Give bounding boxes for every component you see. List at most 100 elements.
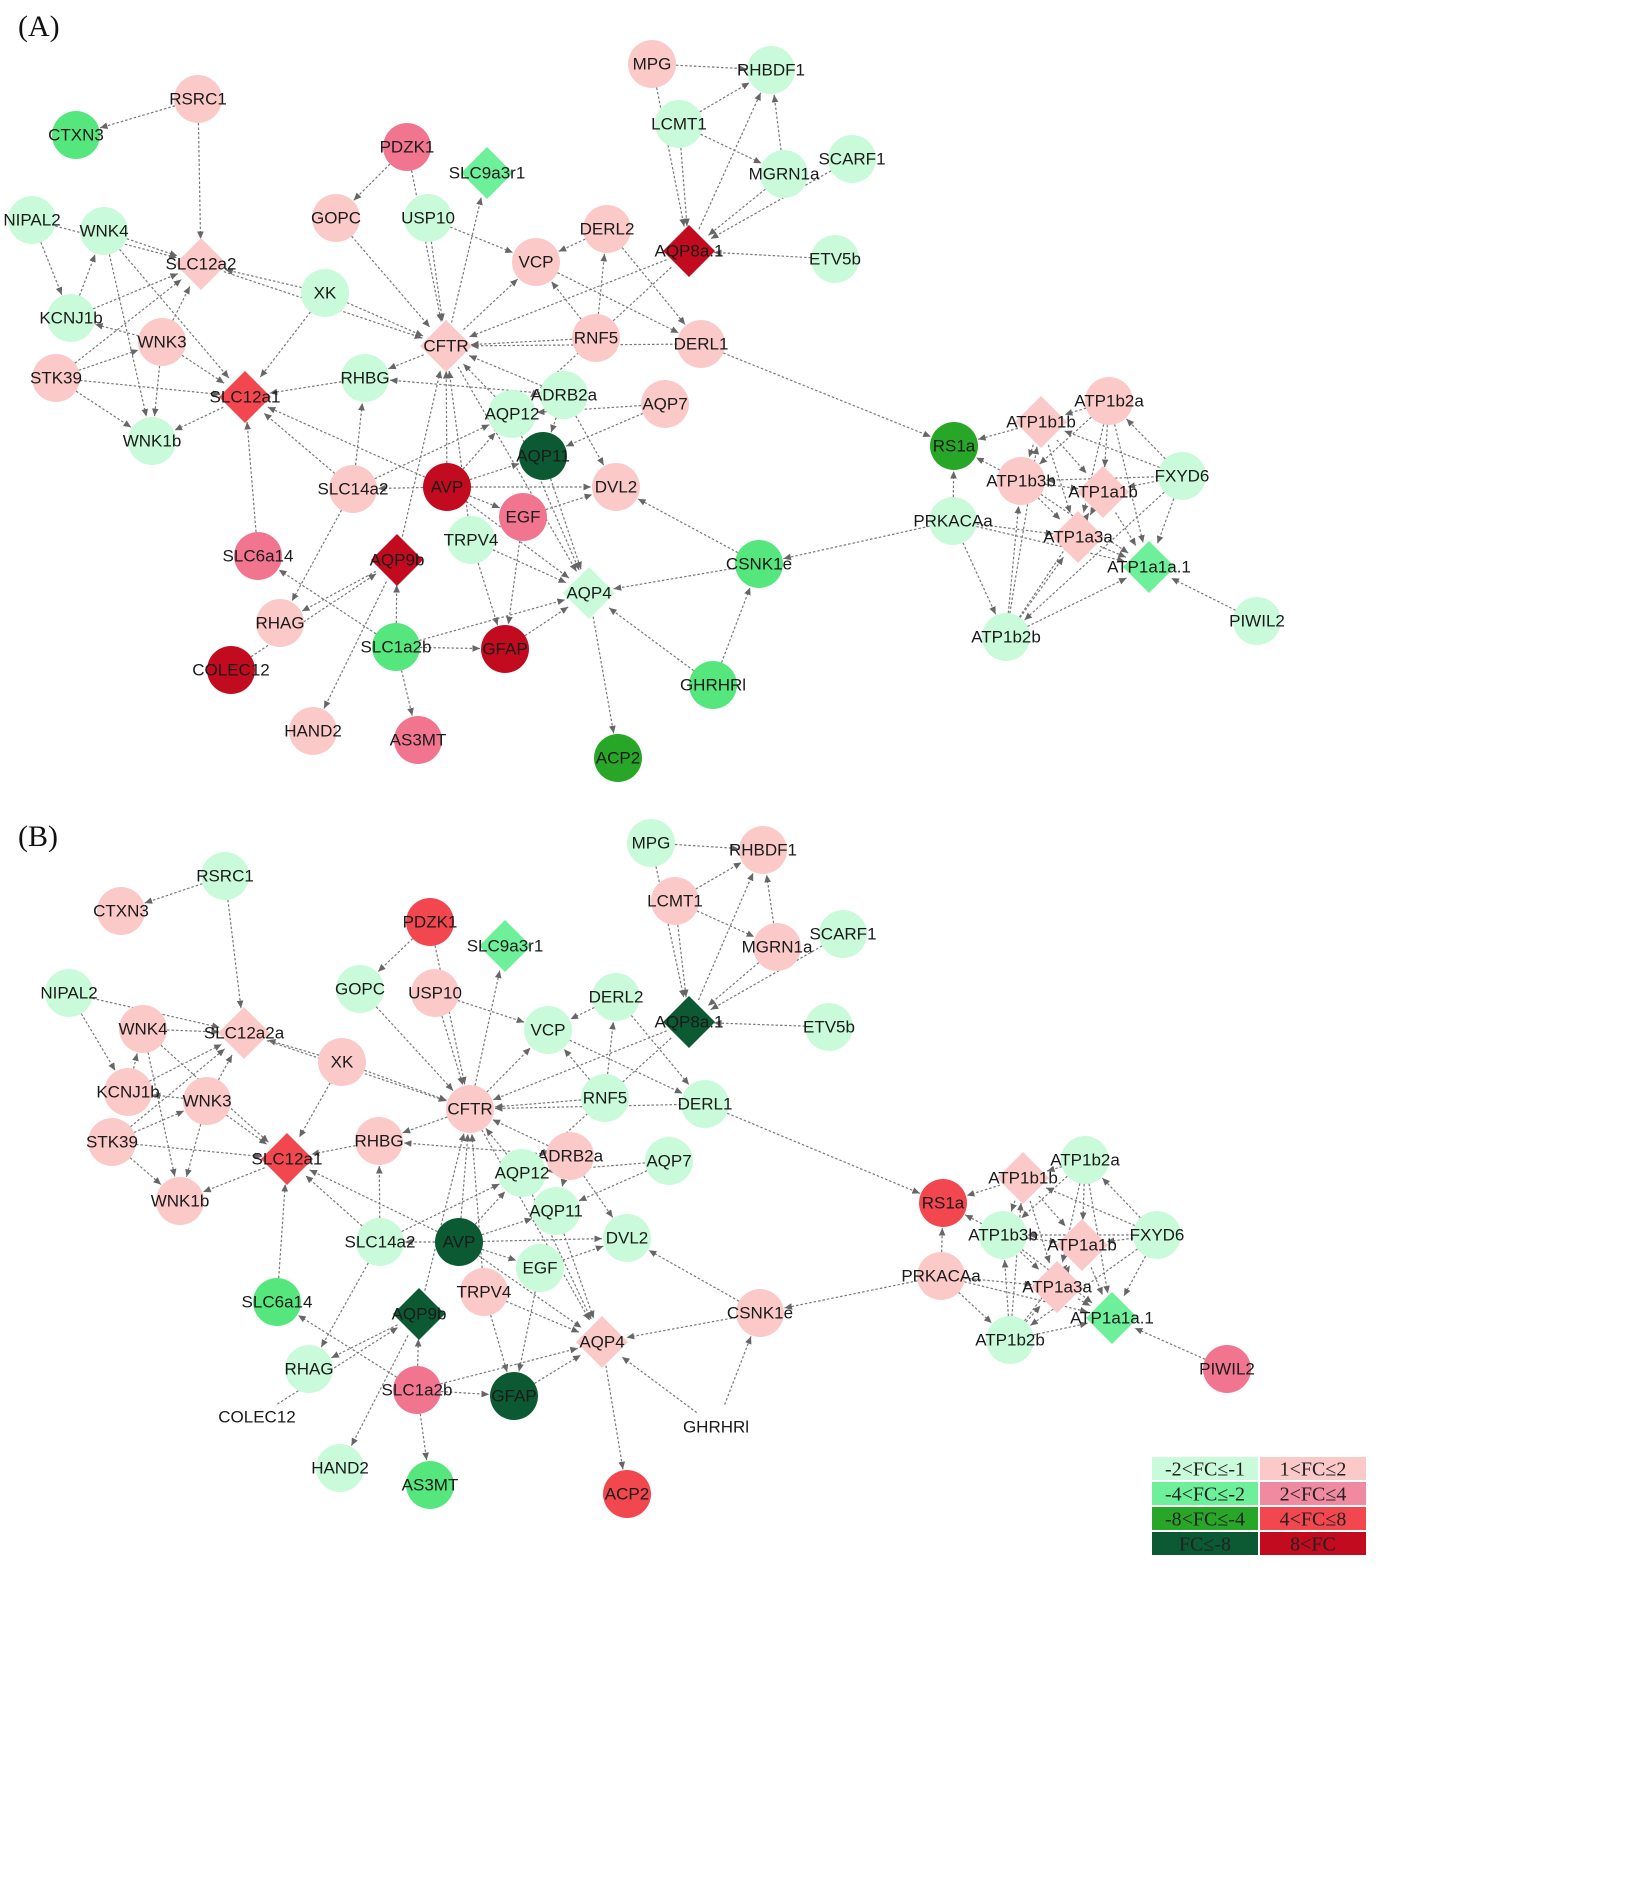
node-label: USP10	[401, 209, 455, 228]
node-wnk4: WNK4	[118, 1005, 168, 1053]
edge-adrb2a-to-dvl2	[583, 1175, 614, 1218]
edge-xk-to-slc12a2	[225, 268, 302, 289]
node-rhbdf1: RHBDF1	[737, 46, 805, 94]
edge-lcmt1-to-rhbdf1	[695, 862, 742, 890]
node-circle	[499, 493, 547, 541]
node-circle	[383, 123, 431, 171]
edge-etv5b-to-aqp8a-1	[713, 1019, 806, 1027]
node-circle	[930, 422, 978, 470]
node-diamond	[1052, 511, 1104, 563]
edge-slc14a2-to-rhag	[320, 1262, 369, 1348]
node-aqp4: AQP4	[563, 567, 615, 619]
edge-prkacaa-to-atp1a3a	[976, 523, 1054, 537]
node-circle	[583, 205, 631, 253]
edge-prkacaa-to-atp1b2b	[958, 1291, 993, 1324]
node-label: ATP1a3a	[1043, 528, 1113, 547]
edge-atp1a3a-to-atp1a1a-1	[1099, 545, 1127, 558]
node-circle	[982, 613, 1030, 661]
node-circle	[828, 135, 876, 183]
node-label: CTXN3	[93, 902, 149, 921]
node-label: CFTR	[447, 1100, 492, 1119]
edge-ghrhrl-to-csnk1e	[724, 1336, 752, 1405]
node-label: RS1a	[933, 437, 976, 456]
node-csnk1e: CSNK1e	[726, 540, 792, 588]
edge-atp1b2a-to-atp1a1b	[1079, 1183, 1087, 1221]
node-colec12: COLEC12	[192, 646, 270, 694]
edge-egf-to-dvl2	[545, 493, 593, 511]
node-wnk3: WNK3	[182, 1077, 232, 1125]
edge-atp1b3b-to-atp1a3a	[1019, 1251, 1040, 1271]
node-label: SLC9a3r1	[449, 164, 526, 183]
edge-fxyd6-to-atp1b2b	[1024, 491, 1165, 621]
node-label: KCNJ1b	[96, 1083, 159, 1102]
edge-cftr-to-slc9a3r1	[474, 970, 502, 1086]
node-label: GOPC	[311, 209, 361, 228]
node-fxyd6: FXYD6	[1155, 452, 1209, 500]
node-mpg: MPG	[627, 819, 675, 867]
node-aqp11: AQP11	[516, 432, 570, 480]
node-circle	[986, 1316, 1034, 1364]
edge-atp1b2a-to-atp1a3a	[1081, 424, 1105, 513]
edge-stk39-to-wnk3	[78, 349, 139, 371]
node-trpv4: TRPV4	[444, 516, 498, 564]
node-atp1b2b: ATP1b2b	[971, 613, 1041, 661]
node-aqp7: AQP7	[641, 380, 689, 428]
edge-stk39-to-wnk1b	[129, 1157, 162, 1186]
edge-derl2-to-derl1	[621, 247, 686, 326]
edge-rsrc1-to-slc12a2a	[227, 899, 244, 1009]
legend-label: -4<FC≤-2	[1165, 1484, 1245, 1506]
node-aqp12: AQP12	[495, 1149, 550, 1197]
node-diamond	[1031, 1261, 1083, 1313]
edge-atp1b3b-to-atp1a1b	[1026, 1237, 1058, 1245]
node-label: ATP1a1a.1	[1107, 558, 1191, 577]
edge-stk39-to-slc12a2a	[130, 1048, 226, 1128]
node-kcnj1b: KCNJ1b	[96, 1068, 160, 1116]
edge-adrb2a-to-aqp11	[550, 417, 557, 433]
node-circle	[532, 1187, 580, 1235]
edge-trpv4-to-gfap	[477, 562, 499, 626]
node-label: PRKACAa	[913, 512, 993, 531]
node-diamond	[175, 238, 227, 290]
edge-rnf5-to-derl2	[607, 1021, 616, 1075]
node-circle	[519, 432, 567, 480]
node-dvl2: DVL2	[603, 1214, 651, 1262]
node-circle	[393, 1366, 441, 1414]
node-diamond	[420, 320, 472, 372]
node-cftr: CFTR	[446, 1085, 494, 1133]
edge-atp1b2b-to-atp1b3b	[1007, 505, 1022, 614]
node-label: SLC12a1	[252, 1150, 323, 1169]
node-label: ATP1b1b	[988, 1169, 1058, 1188]
node-label: RNF5	[583, 1089, 627, 1108]
node-aqp8a-1: AQP8a.1	[655, 996, 724, 1048]
node-label: AS3MT	[390, 731, 447, 750]
node-rs1a: RS1a	[919, 1179, 967, 1227]
edge-slc6a14-to-slc12a1	[278, 1183, 289, 1279]
edge-prkacaa-to-atp1a1a-1	[976, 525, 1125, 563]
node-label: USP10	[408, 984, 462, 1003]
node-csnk1e: CSNK1e	[727, 1289, 793, 1337]
node-circle	[138, 318, 186, 366]
node-stk39: STK39	[30, 354, 82, 402]
node-circle	[1203, 1345, 1251, 1393]
node-label: MGRN1a	[749, 165, 820, 184]
node-circle	[285, 1345, 333, 1393]
edge-adrb2a-to-aqp11	[560, 1178, 568, 1187]
edge-mgrn1a-to-rhbdf1	[771, 94, 782, 151]
node-circle	[490, 1372, 538, 1420]
node-label: DVL2	[606, 1229, 649, 1248]
edge-wnk3-to-wnk1b	[185, 1124, 202, 1178]
edge-kcnj1b-to-wnk4	[78, 254, 96, 296]
node-slc12a2a: SLC12a2a	[204, 1007, 285, 1059]
node-label: AQP12	[495, 1164, 550, 1183]
node-stk39: STK39	[86, 1118, 138, 1166]
legend-swatch	[1152, 1482, 1258, 1505]
node-diamond	[997, 1152, 1049, 1204]
node-circle	[677, 320, 725, 368]
node-label: RHBDF1	[729, 841, 797, 860]
node-label: DVL2	[595, 478, 638, 497]
edge-atp1b1b-to-atp1b3b	[1010, 1200, 1017, 1212]
edge-aqp9b-to-cftr	[424, 1133, 466, 1291]
edge-derl1-to-cftr	[494, 1103, 682, 1112]
node-derl2: DERL2	[580, 205, 634, 253]
